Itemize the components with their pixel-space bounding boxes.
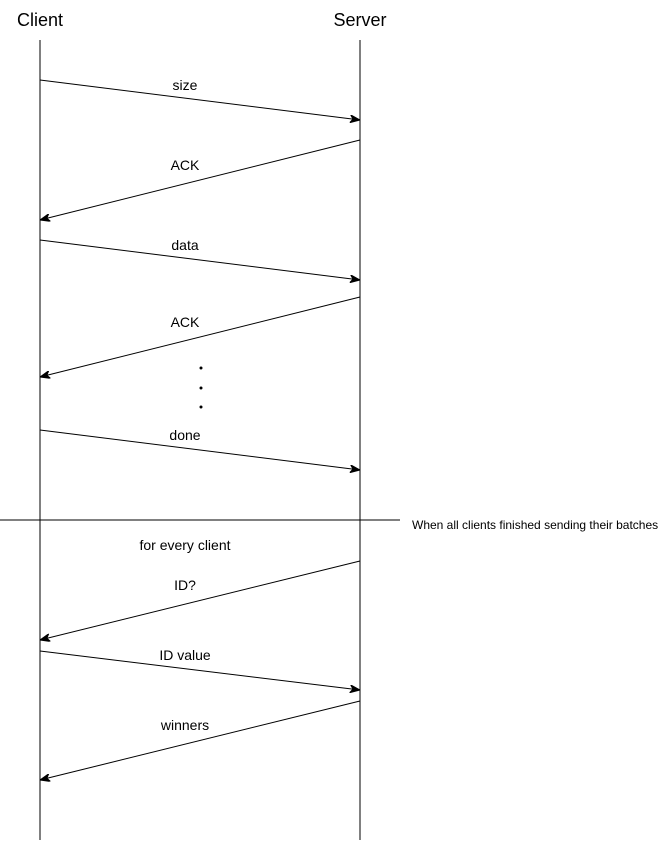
message-arrow (39, 79, 360, 120)
message-arrow (39, 650, 360, 690)
divider-note: When all clients finished sending their … (412, 518, 658, 532)
ellipsis-dot (199, 386, 203, 390)
ellipsis-dot (199, 366, 203, 370)
message-done: done (39, 427, 360, 470)
message-ack: ACK (40, 139, 361, 220)
message-label: data (171, 237, 198, 253)
message-arrow (39, 429, 360, 470)
message-size: size (39, 77, 360, 120)
message-label: ACK (171, 157, 200, 173)
message-arrow (40, 700, 361, 780)
message-arrow (40, 139, 361, 220)
client-actor-label: Client (17, 10, 63, 30)
message-label: ACK (171, 314, 200, 330)
ellipsis-dot (199, 405, 203, 409)
server-actor-label: Server (333, 10, 386, 30)
message-arrow (40, 296, 361, 377)
message-label: size (173, 77, 198, 93)
message-data: data (39, 237, 360, 280)
message-label: done (169, 427, 200, 443)
message-ack: ACK (40, 296, 361, 377)
message-id-value: ID value (39, 647, 360, 690)
message-label: ID? (174, 577, 196, 593)
continuation-ellipsis (199, 366, 203, 409)
message-label: winners (160, 717, 209, 733)
message-winners: winners (40, 700, 361, 780)
message-arrow (39, 239, 360, 280)
message-label: ID value (159, 647, 211, 663)
message-arrow (40, 560, 361, 640)
loop-note: for every client (139, 537, 230, 553)
message-id-request: ID? (40, 560, 361, 640)
